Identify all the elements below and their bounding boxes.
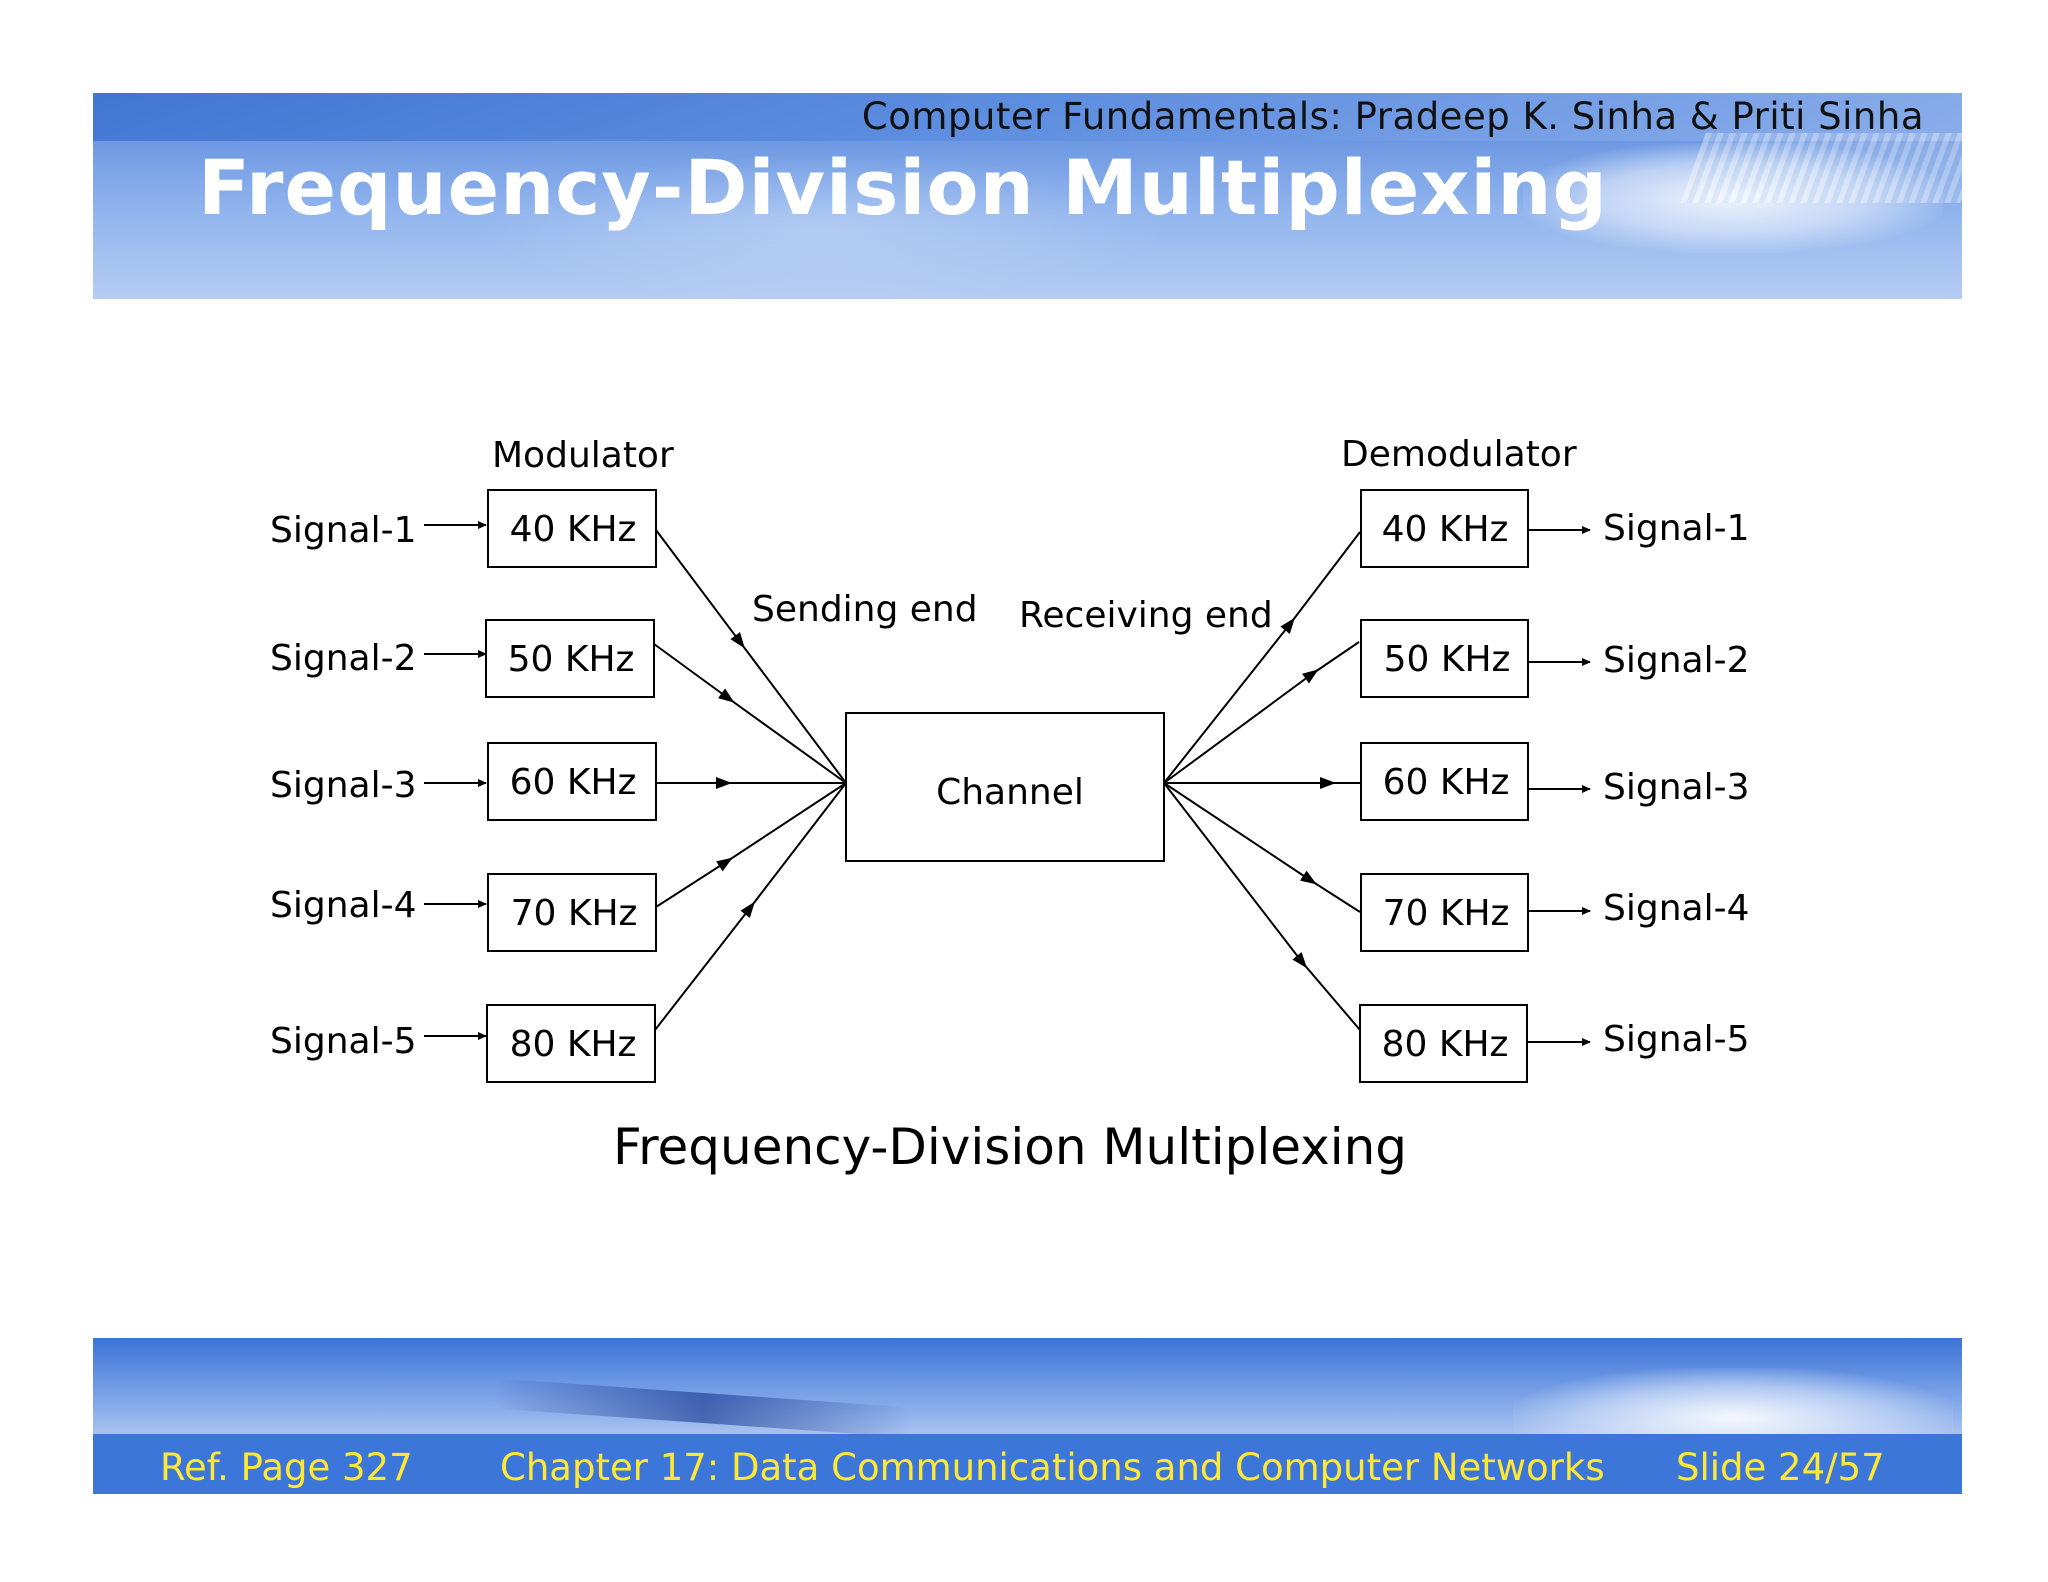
modulator-freq-4: 70 KHz (511, 893, 638, 934)
modulator-label: Modulator (492, 435, 674, 476)
demodulator-box-40khz (1360, 489, 1529, 568)
modulator-box-80khz (486, 1004, 656, 1083)
demodulator-label: Demodulator (1341, 434, 1577, 475)
modulator-freq-3: 60 KHz (510, 762, 637, 803)
receive-line-4 (1163, 782, 1361, 913)
receive-line-2 (1163, 641, 1360, 784)
receive-line-1 (1163, 531, 1361, 784)
send-line-2 (653, 643, 847, 784)
chapter-title: Chapter 17: Data Communications and Comp… (500, 1446, 1605, 1489)
modulator-box-50khz (485, 619, 655, 698)
sending-end-label: Sending end (752, 589, 978, 630)
send-line-5 (654, 782, 847, 1031)
demodulator-freq-5: 80 KHz (1382, 1024, 1509, 1065)
output-signal-5: Signal-5 (1603, 1019, 1749, 1060)
demodulator-freq-4: 70 KHz (1383, 893, 1510, 934)
demodulator-box-80khz (1359, 1004, 1528, 1083)
demodulator-box-70khz (1360, 873, 1529, 952)
input-signal-1: Signal-1 (270, 510, 416, 551)
header-background-image (473, 153, 1173, 299)
demodulator-box-60khz (1360, 742, 1529, 821)
output-signal-1: Signal-1 (1603, 508, 1749, 549)
send-line-4 (655, 782, 847, 908)
output-signal-4: Signal-4 (1603, 888, 1749, 929)
footer-cable-image (492, 1378, 914, 1438)
demodulator-box-50khz (1360, 619, 1529, 698)
header-stripe (93, 93, 1962, 141)
demodulator-freq-2: 50 KHz (1384, 639, 1511, 680)
input-signal-3: Signal-3 (270, 765, 416, 806)
input-signal-4: Signal-4 (270, 885, 416, 926)
author-credit: Computer Fundamentals: Pradeep K. Sinha … (861, 95, 1924, 138)
receive-line-5 (1163, 782, 1361, 1031)
diagram-caption: Frequency-Division Multiplexing (613, 1118, 1407, 1176)
keyboard-mouse-image (1523, 143, 1943, 253)
input-signal-5: Signal-5 (270, 1021, 416, 1062)
modulator-box-40khz (487, 489, 657, 568)
demodulator-freq-3: 60 KHz (1383, 762, 1510, 803)
modulator-freq-1: 40 KHz (510, 509, 637, 550)
channel-label: Channel (936, 772, 1084, 813)
slide-title: Frequency-Division Multiplexing (198, 143, 1608, 232)
channel-box (845, 712, 1165, 862)
modulator-freq-5: 80 KHz (510, 1024, 637, 1065)
modulator-box-60khz (487, 742, 657, 821)
footer-bar (93, 1434, 1962, 1494)
demodulator-freq-1: 40 KHz (1382, 509, 1509, 550)
modulator-freq-2: 50 KHz (508, 639, 635, 680)
send-line-1 (655, 529, 847, 784)
reference-page: Ref. Page 327 (160, 1446, 413, 1489)
receiving-end-label: Receiving end (1019, 595, 1273, 636)
header-banner: Computer Fundamentals: Pradeep K. Sinha … (93, 93, 1962, 299)
output-signal-3: Signal-3 (1603, 767, 1749, 808)
slide-number: Slide 24/57 (1676, 1446, 1885, 1489)
footer-banner (93, 1338, 1962, 1494)
modulator-box-70khz (487, 873, 657, 952)
input-signal-2: Signal-2 (270, 638, 416, 679)
output-signal-2: Signal-2 (1603, 640, 1749, 681)
